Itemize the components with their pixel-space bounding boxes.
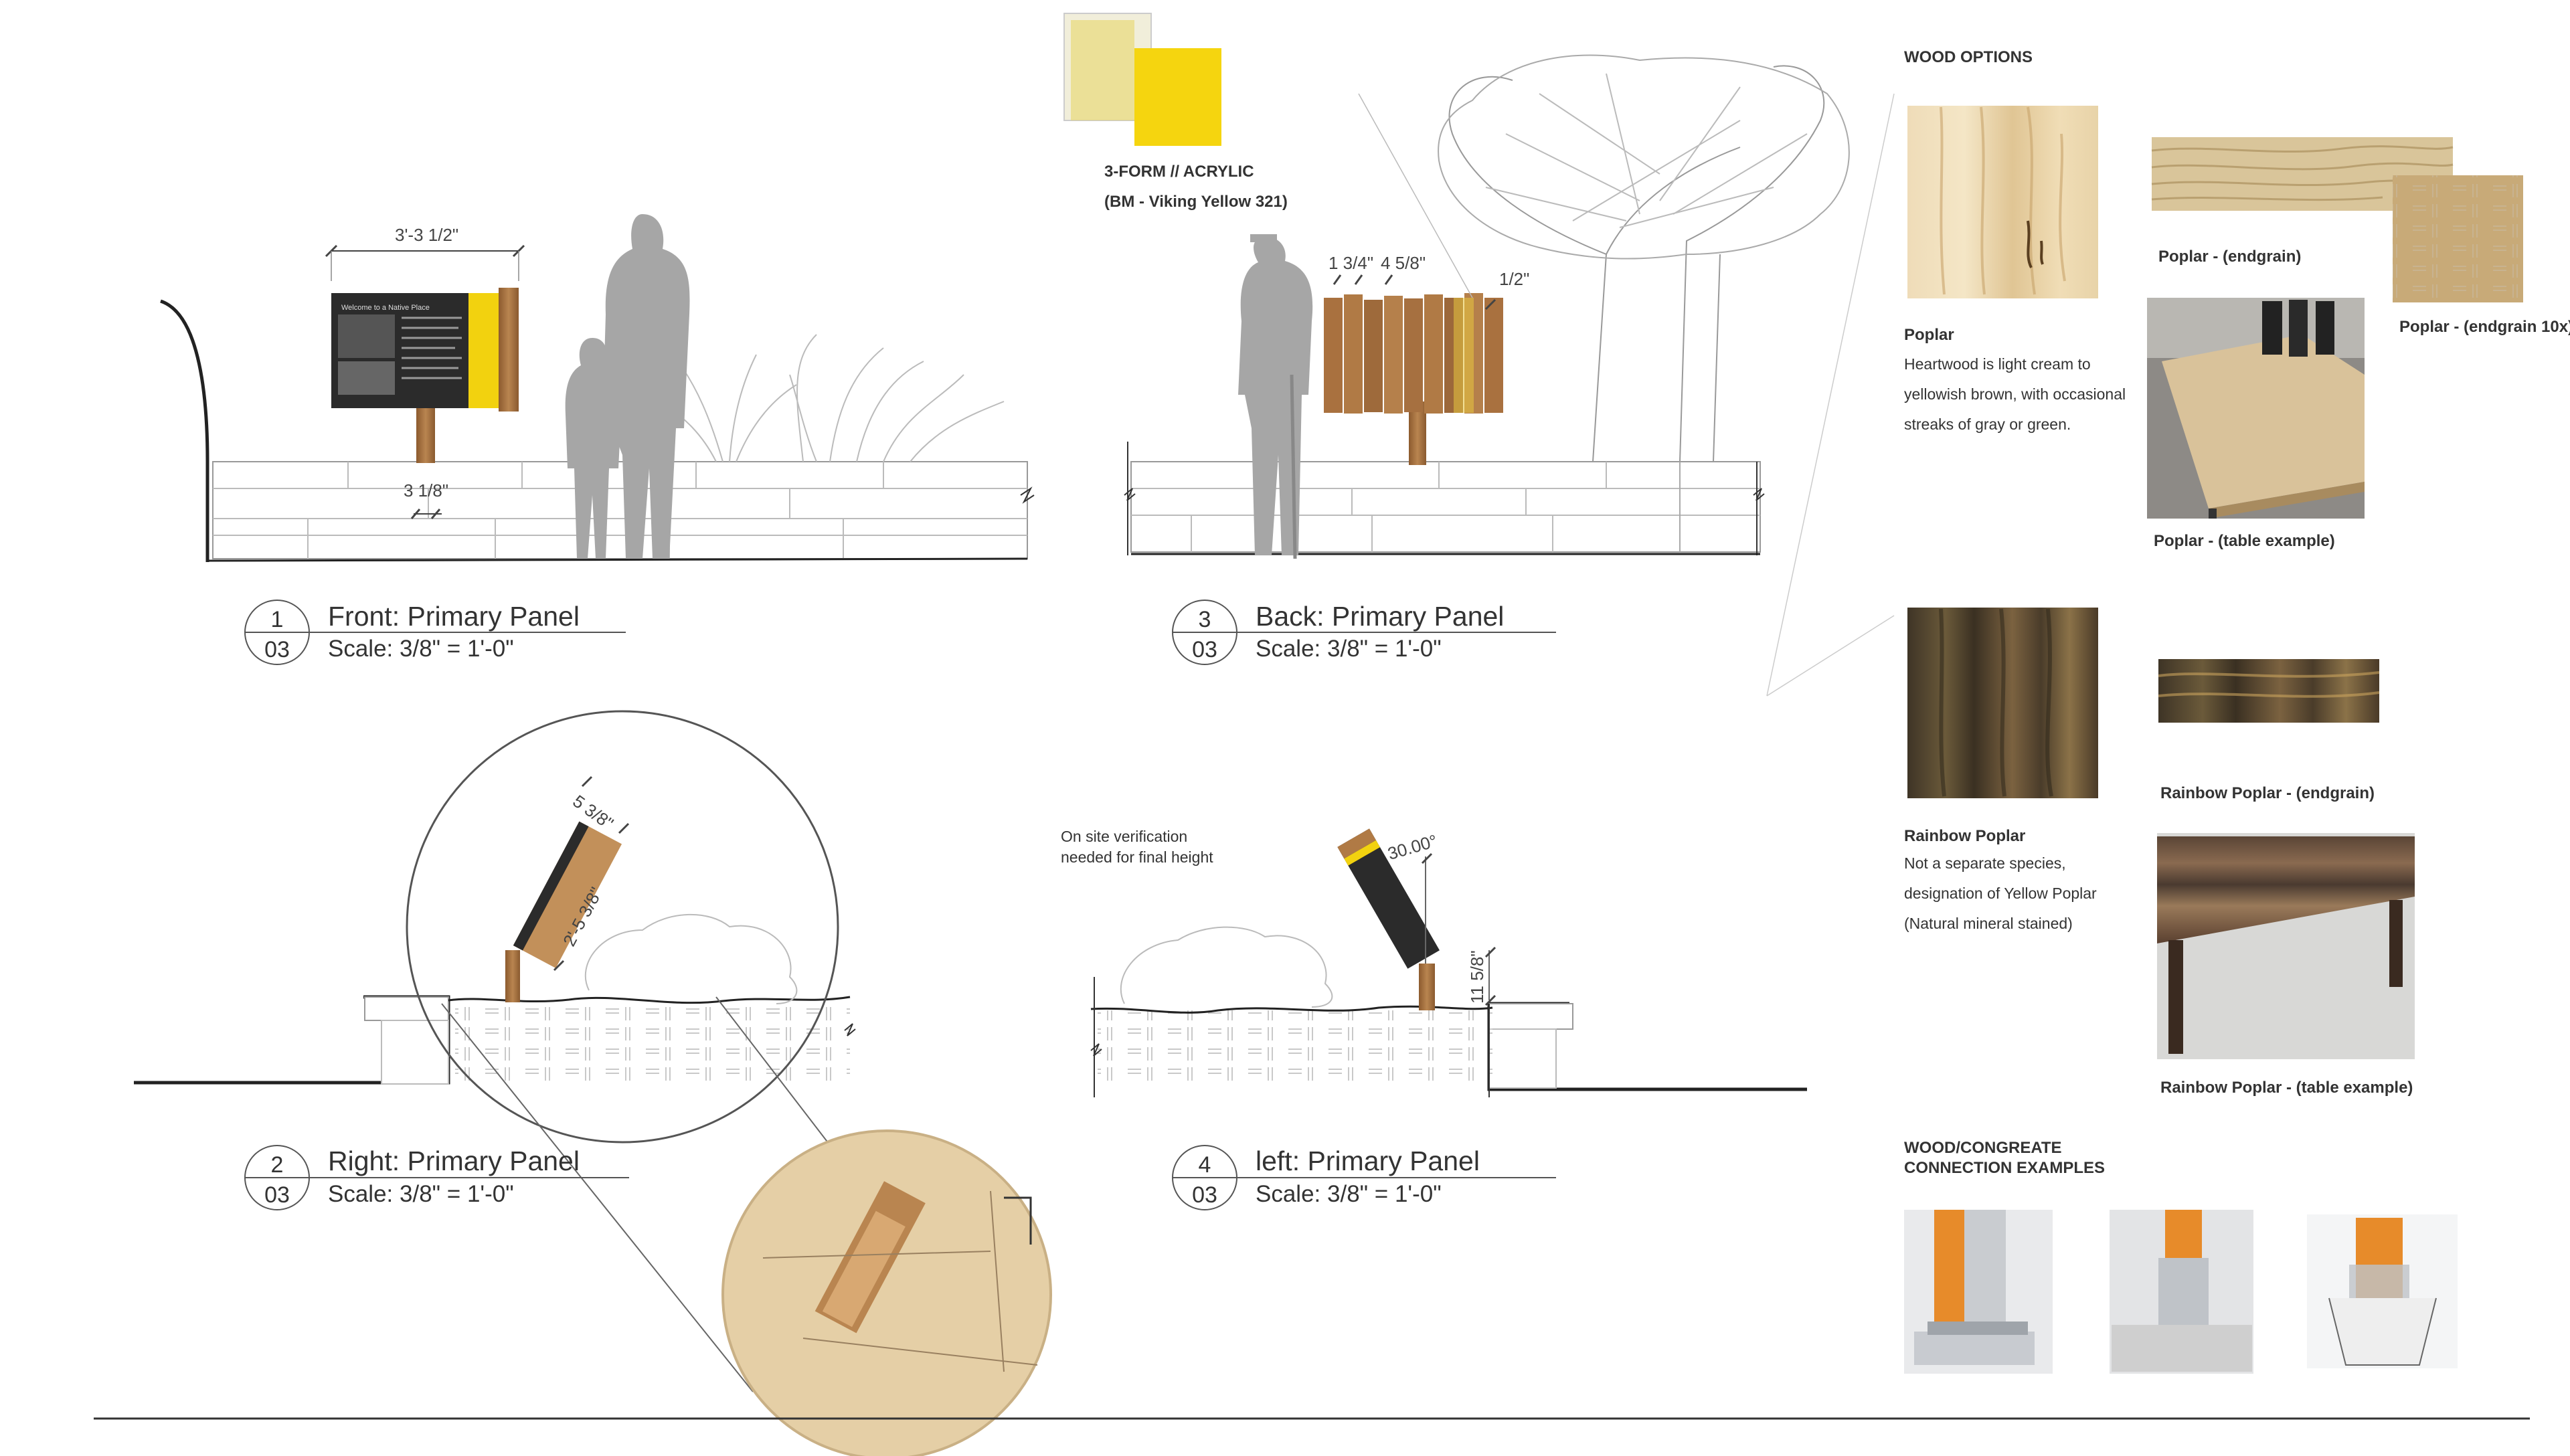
sign-heading: Welcome to a Native Place: [341, 304, 430, 312]
acrylic-label-1: 3-FORM // ACRYLIC: [1104, 163, 1254, 181]
site-note-line-2: needed for final height: [1061, 848, 1213, 866]
poplar-swatch: [1907, 106, 2098, 298]
site-note-line-1: On site verification: [1061, 828, 1188, 845]
dim-left-height: 11 5/8": [1467, 950, 1487, 1004]
view-title-right: Right: Primary Panel: [328, 1146, 580, 1176]
view-scale-right: Scale: 3/8" = 1'-0": [328, 1181, 514, 1207]
dim-back-b: 4 5/8": [1381, 253, 1426, 273]
rainbow-poplar-table: [2157, 833, 2415, 1059]
view-title-left: left: Primary Panel: [1256, 1146, 1480, 1176]
view-left-drawing: [1090, 828, 1807, 1097]
connection-example-2: [2110, 1210, 2253, 1374]
poplar-description: Heartwood is light cream to yellowish br…: [1904, 349, 2126, 440]
rainbow-desc-line-3: (Natural mineral stained): [1904, 915, 2073, 932]
dim-back-a: 1 3/4": [1329, 253, 1374, 273]
bubble-4: [1172, 1145, 1556, 1210]
acrylic-swatch: [1063, 13, 1221, 146]
view-front-drawing: Welcome to a Native Place: [160, 214, 1035, 562]
view-right-drawing: [134, 710, 1005, 1392]
dim-front-width: 3'-3 1/2": [395, 225, 459, 245]
view-title-back: Back: Primary Panel: [1256, 601, 1505, 632]
rainbow-desc-line-1: Not a separate species,: [1904, 854, 2066, 872]
rainbow-poplar-endgrain: [2152, 632, 2380, 733]
bubble-2: [244, 1145, 629, 1210]
bubble-1: [244, 600, 626, 665]
dim-front-post: 3 1/8": [404, 480, 449, 500]
poplar-desc-line-1: Heartwood is light cream to: [1904, 355, 2091, 373]
rainbow-endgrain-caption: Rainbow Poplar - (endgrain): [2160, 784, 2375, 802]
bubble-3: [1172, 600, 1556, 665]
rainbow-poplar-swatch: [1907, 608, 2098, 798]
site-note: On site verification needed for final he…: [1061, 826, 1213, 868]
view-scale-left: Scale: 3/8" = 1'-0": [1256, 1181, 1442, 1207]
dim-back-c: 1/2": [1499, 269, 1530, 289]
poplar-table-caption: Poplar - (table example): [2154, 532, 2335, 550]
connections-heading-2: CONNECTION EXAMPLES: [1904, 1159, 2106, 1177]
child-silhouette: [565, 338, 622, 559]
rainbow-desc-line-2: designation of Yellow Poplar: [1904, 885, 2097, 902]
view-title-front: Front: Primary Panel: [328, 601, 580, 632]
rainbow-table-caption: Rainbow Poplar - (table example): [2160, 1079, 2413, 1097]
rainbow-poplar-name: Rainbow Poplar: [1904, 827, 2026, 845]
view-back-drawing: [1124, 54, 1850, 559]
acrylic-label-2: (BM - Viking Yellow 321): [1104, 193, 1288, 211]
poplar-table: [2147, 298, 2365, 519]
connections-heading-1: WOOD/CONGREATE: [1904, 1139, 2062, 1157]
poplar-endgrain10x-caption: Poplar - (endgrain 10x): [2399, 318, 2570, 336]
poplar-name: Poplar: [1904, 326, 1954, 344]
connection-example-1: [1904, 1210, 2053, 1374]
wood-options-heading: WOOD OPTIONS: [1904, 48, 2033, 66]
view-scale-back: Scale: 3/8" = 1'-0": [1256, 636, 1442, 662]
poplar-desc-line-2: yellowish brown, with occasional: [1904, 385, 2126, 403]
poplar-desc-line-3: streaks of gray or green.: [1904, 416, 2071, 433]
poplar-endgrain-10x: [2393, 175, 2523, 302]
sketch-photo: [721, 1129, 1052, 1456]
view-scale-front: Scale: 3/8" = 1'-0": [328, 636, 514, 662]
wood-leader: [1766, 93, 1895, 697]
poplar-endgrain-caption: Poplar - (endgrain): [2158, 248, 2302, 266]
adult-silhouette: [602, 214, 690, 559]
connection-example-3: [2307, 1214, 2458, 1368]
rainbow-poplar-description: Not a separate species, designation of Y…: [1904, 848, 2097, 939]
acrylic-leader: [1358, 93, 1473, 298]
